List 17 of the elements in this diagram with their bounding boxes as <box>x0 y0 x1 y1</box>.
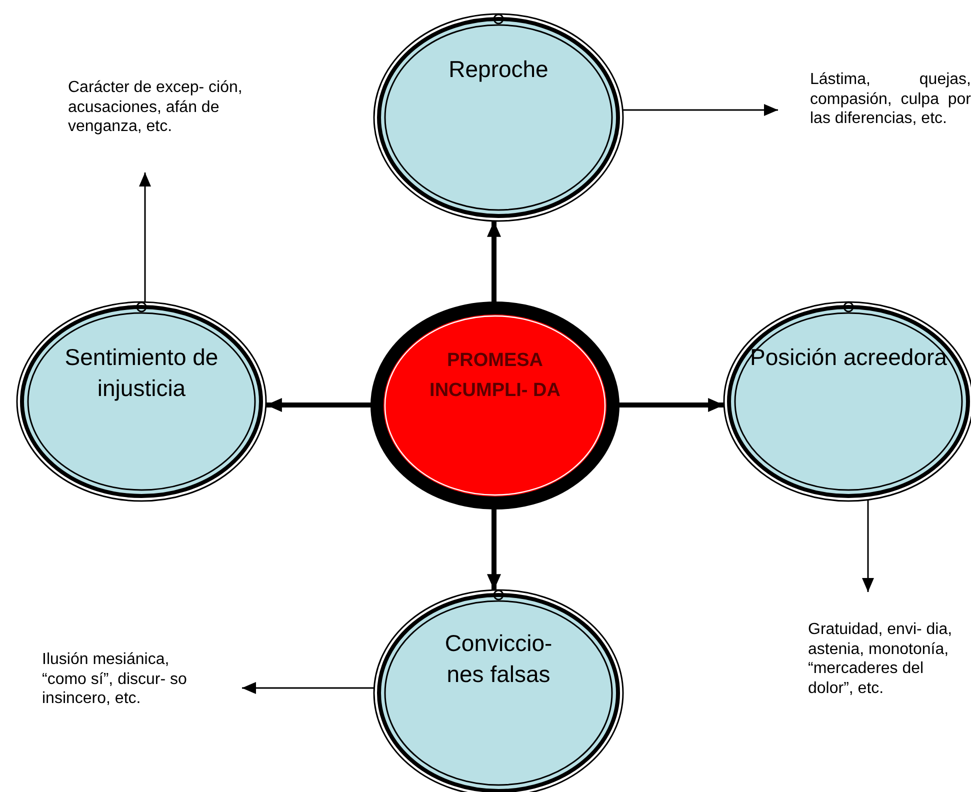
arrow <box>139 172 151 302</box>
concept-label: Reproche <box>448 55 550 84</box>
note-text: Gratuidad, envi- dia, astenia, monotonía, “mercaderes del dolor”, etc. <box>808 620 954 698</box>
arrow <box>487 509 501 590</box>
concept-label: Sentimiento de injusticia <box>64 343 220 403</box>
arrow <box>862 500 874 592</box>
arrow <box>487 220 501 302</box>
arrow <box>266 398 371 412</box>
arrow <box>622 104 778 116</box>
note-text: Carácter de excep- ción, acusaciones, afán de venganza, etc. <box>68 78 244 136</box>
arrow <box>619 398 724 412</box>
central-label: PROMESA INCUMPLI- DA <box>428 349 562 403</box>
note-text: Lástima, quejas, compasión, culpa por las diferencias, etc. <box>810 70 971 128</box>
concept-label: Conviccio- nes falsas <box>444 629 554 689</box>
note-text: Ilusión mesiánica, “como sí”, discur- so insincero, etc. <box>42 650 188 708</box>
arrow <box>242 682 374 694</box>
concept-label: Posición acreedora <box>749 343 948 372</box>
